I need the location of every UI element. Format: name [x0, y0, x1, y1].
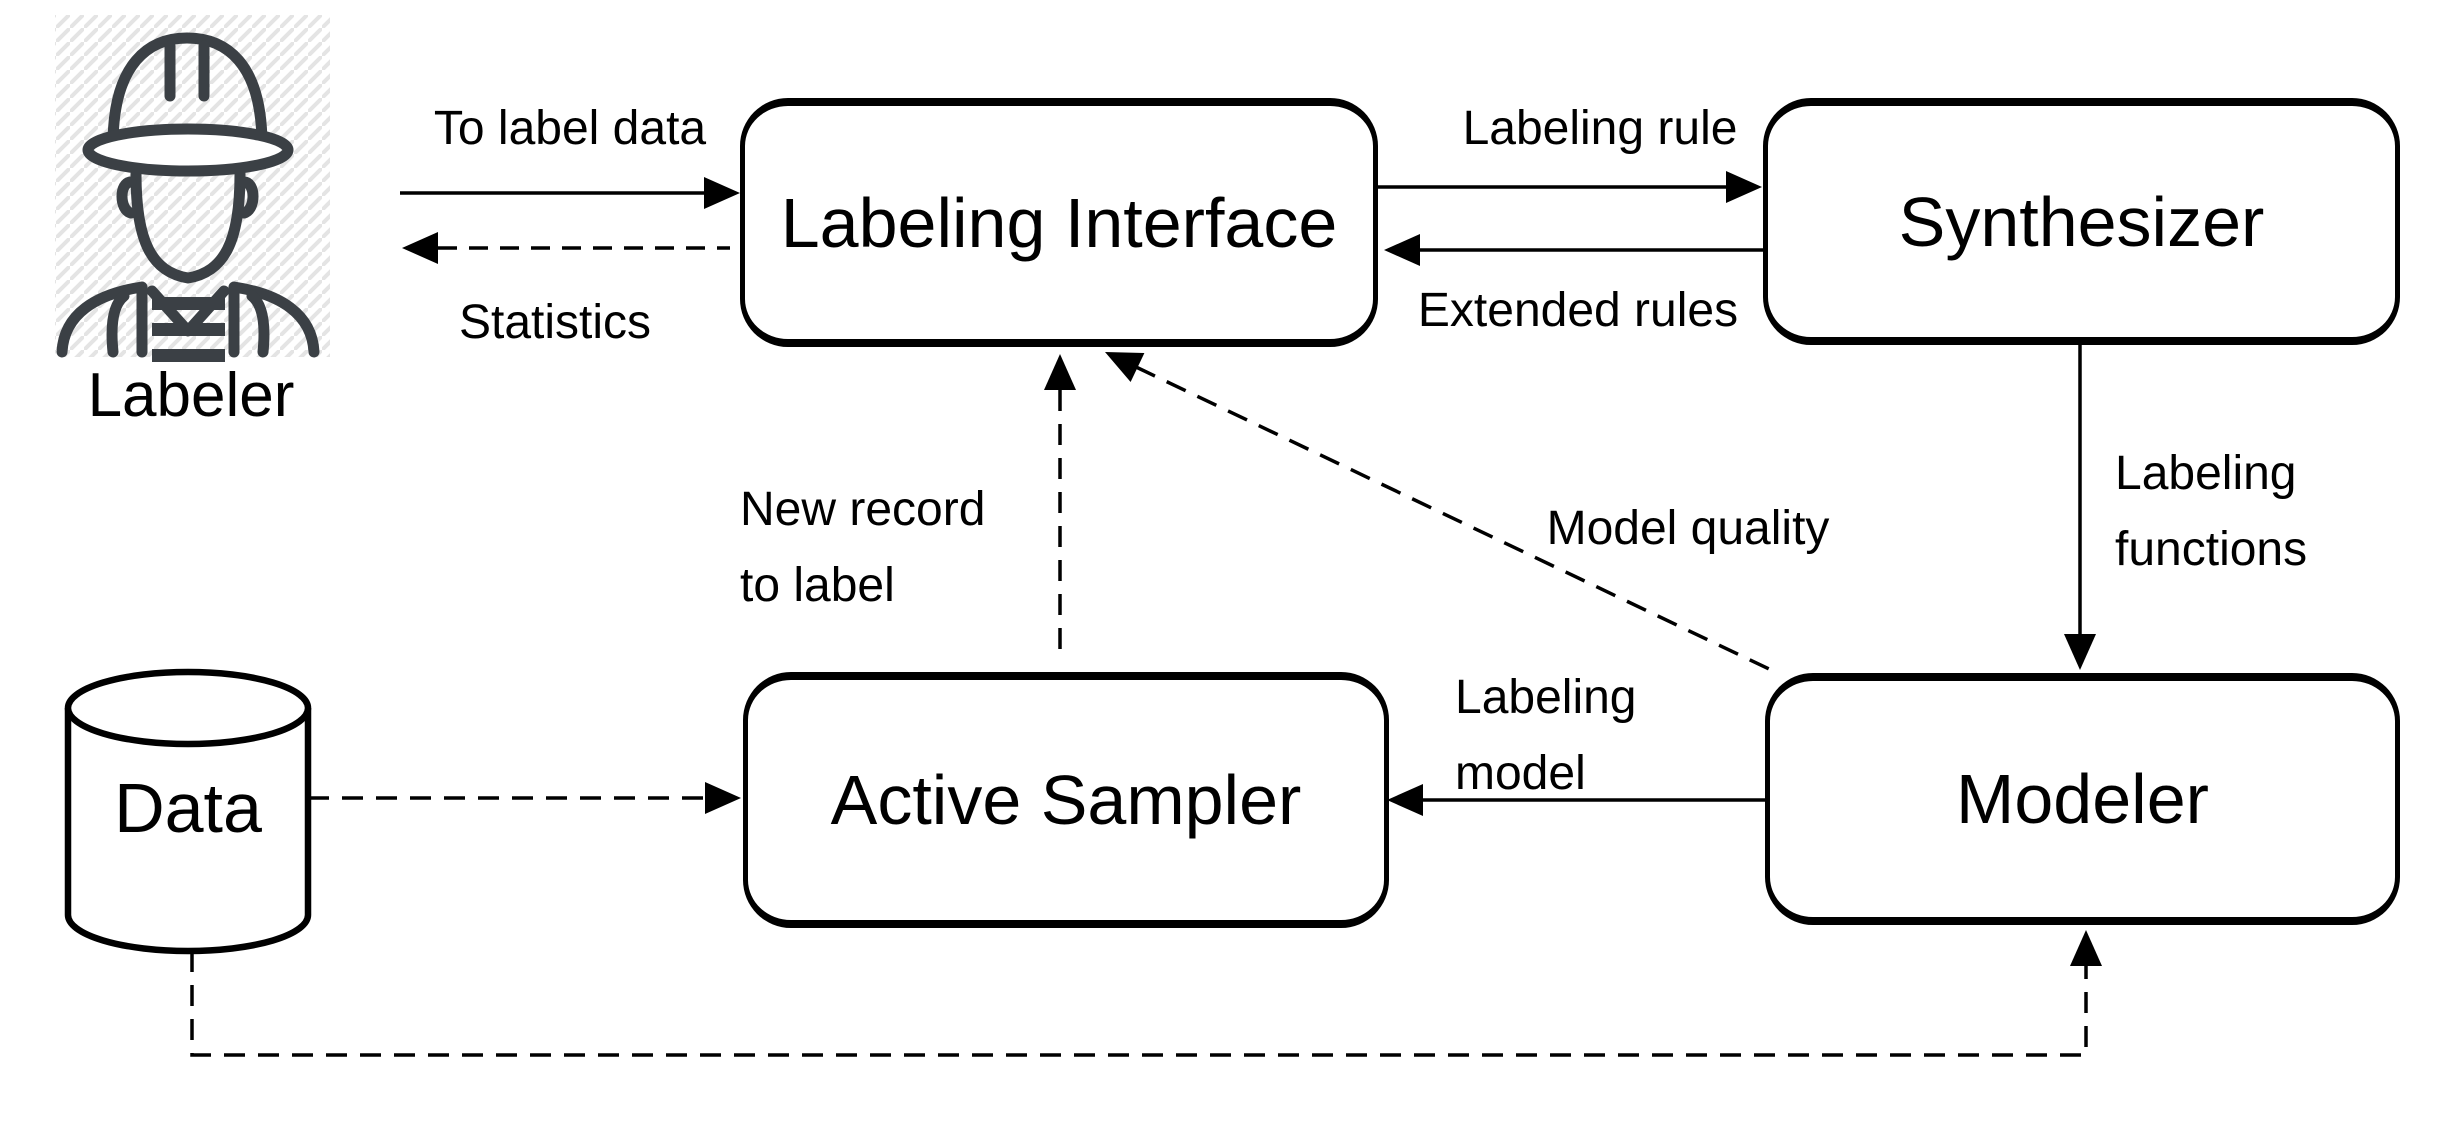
arrowhead-extended-rules: [1384, 234, 1420, 266]
edge-label-labeling-model-line2: model: [1455, 747, 1586, 800]
arrowhead-data-to-modeler: [2070, 930, 2102, 966]
node-active-sampler-label: Active Sampler: [830, 761, 1302, 839]
arrowhead-labeling-model: [1387, 784, 1423, 816]
ear-right: [238, 176, 259, 219]
worker-icon: [55, 15, 330, 362]
edge-label-extended-rules: Extended rules: [1417, 284, 1739, 337]
node-labeling-interface-label: Labeling Interface: [780, 183, 1338, 262]
cylinder-body: [64, 708, 312, 955]
arrowhead-new-record: [1044, 354, 1076, 390]
database-icon: [64, 668, 312, 955]
edge-label-labeling-model: Labeling model: [1455, 660, 1637, 812]
arrowhead-to-label-data: [704, 177, 740, 209]
edge-label-labeling-functions: Labeling functions: [2115, 436, 2307, 588]
hard-hat-brim: [82, 123, 294, 177]
edge-model-quality-line: [1135, 365, 1770, 671]
edge-label-new-record: New record to label: [740, 472, 985, 624]
edge-label-labeling-rule: Labeling rule: [1462, 102, 1738, 155]
edge-label-model-quality: Model quality: [1546, 502, 1830, 555]
node-synthesizer-label: Synthesizer: [1898, 182, 2265, 261]
edge-data-to-modeler-line: [190, 951, 2088, 1057]
edge-label-new-record-line1: New record: [740, 483, 986, 536]
arrowhead-statistics: [402, 232, 438, 264]
face-outline: [130, 168, 246, 284]
hard-hat-dome: [107, 32, 268, 151]
edge-label-labeling-functions-line1: Labeling: [2115, 447, 2297, 500]
labeler-caption: Labeler: [87, 361, 295, 430]
vest-band-left-outer: [106, 290, 130, 358]
vest-band-right-outer: [246, 290, 270, 358]
node-active-sampler: Active Sampler: [743, 672, 1389, 928]
data-caption: Data: [114, 769, 262, 847]
node-synthesizer: Synthesizer: [1763, 98, 2400, 345]
edge-label-new-record-line2: to label: [740, 559, 895, 612]
edge-label-statistics: Statistics: [458, 296, 652, 349]
ear-left: [116, 176, 137, 219]
arrowhead-data-to-sampler: [705, 782, 741, 814]
vest-stripe-3: [152, 349, 225, 362]
vest-stripe-1: [152, 297, 225, 310]
edge-label-to-label-data: To label data: [433, 102, 707, 155]
arrowhead-model-quality: [1105, 352, 1145, 382]
shoulder-left: [56, 281, 148, 358]
edge-label-labeling-model-line1: Labeling: [1455, 671, 1637, 724]
edge-label-labeling-functions-line2: functions: [2115, 523, 2308, 576]
node-modeler: Modeler: [1765, 673, 2400, 925]
shoulder-right: [228, 281, 320, 358]
node-labeling-interface: Labeling Interface: [740, 98, 1378, 347]
arrowhead-labeling-rule: [1726, 171, 1762, 203]
cylinder-top: [64, 668, 312, 748]
vest-stripe-2: [152, 323, 225, 336]
arrowhead-labeling-functions: [2064, 634, 2096, 670]
node-modeler-label: Modeler: [1956, 760, 2209, 838]
